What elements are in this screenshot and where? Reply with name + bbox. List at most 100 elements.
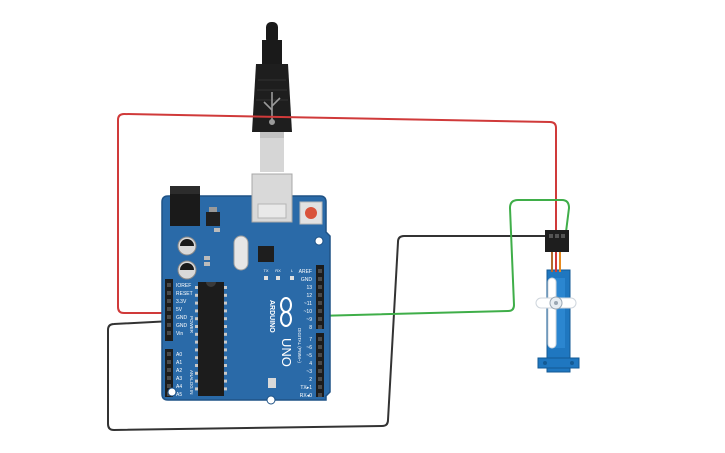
- green-signal-wire[interactable]: [315, 199, 571, 317]
- chip-leg: [195, 309, 198, 313]
- black-gnd-wire[interactable]: [107, 235, 547, 432]
- chip-leg: [224, 317, 227, 321]
- pin-label: A0: [176, 352, 182, 358]
- header-pin[interactable]: [167, 291, 171, 295]
- pin-label: 8: [309, 325, 312, 331]
- pin-label: IOREF: [176, 283, 191, 289]
- chip-leg: [195, 387, 198, 391]
- icsp-header: [268, 378, 276, 388]
- chip-leg: [224, 348, 227, 352]
- header-pin[interactable]: [318, 277, 322, 281]
- header-pin[interactable]: [167, 376, 171, 380]
- analog-header[interactable]: [165, 349, 173, 397]
- servo-connector[interactable]: [545, 230, 569, 252]
- header-pin[interactable]: [318, 385, 322, 389]
- pin-label: ~10: [304, 309, 313, 315]
- header-pin[interactable]: [167, 299, 171, 303]
- servo-wires: [551, 252, 561, 272]
- header-pin[interactable]: [318, 309, 322, 313]
- header-pin[interactable]: [318, 337, 322, 341]
- pin-label: A1: [176, 360, 182, 366]
- pin-label: 4: [309, 361, 312, 367]
- header-pin[interactable]: [318, 377, 322, 381]
- header-pin[interactable]: [318, 269, 322, 273]
- header-pin[interactable]: [318, 393, 322, 397]
- chip-leg: [195, 379, 198, 383]
- chip-leg: [224, 286, 227, 289]
- arduino-uno-board[interactable]: TX RX L ARDUINO UNO DIGITAL (PWM~) POWER…: [161, 173, 331, 405]
- header-pin[interactable]: [318, 353, 322, 357]
- usb-chip: [258, 246, 274, 262]
- pin-label: 2: [309, 377, 312, 383]
- pin-label: GND: [176, 315, 188, 321]
- mounting-hole: [167, 387, 177, 397]
- pin-label: 5V: [176, 307, 183, 313]
- model-label: UNO: [279, 338, 294, 367]
- pin-label: A3: [176, 376, 182, 382]
- micro-servo[interactable]: [535, 230, 580, 373]
- led-rx-label: RX: [275, 268, 281, 273]
- chip-leg: [195, 325, 198, 328]
- header-pin[interactable]: [167, 360, 171, 364]
- voltage-regulator: [206, 212, 220, 226]
- header-pin[interactable]: [167, 352, 171, 356]
- chip-leg: [224, 332, 227, 336]
- capacitor: [177, 236, 197, 256]
- header-pin[interactable]: [167, 368, 171, 372]
- servo-horn[interactable]: [535, 277, 577, 349]
- pin-label: RX◂0: [300, 393, 312, 399]
- mounting-hole: [266, 395, 276, 405]
- header-pin[interactable]: [318, 361, 322, 365]
- pin-label: 3.3V: [176, 299, 187, 305]
- header-pin[interactable]: [318, 293, 322, 297]
- header-pin[interactable]: [167, 384, 171, 388]
- chip-leg: [224, 293, 227, 297]
- header-pin[interactable]: [167, 331, 171, 335]
- pin-label: ~11: [304, 301, 312, 307]
- header-pin[interactable]: [318, 369, 322, 373]
- chip-leg: [195, 371, 198, 375]
- chip-leg: [224, 387, 227, 391]
- chip-leg: [224, 364, 227, 367]
- chip-leg: [224, 301, 227, 305]
- chip-leg: [224, 371, 227, 375]
- pin-label: A2: [176, 368, 182, 374]
- pin-label: GND: [301, 277, 313, 283]
- crystal-oscillator: [233, 235, 249, 271]
- brand-label: ARDUINO: [268, 300, 275, 333]
- header-pin[interactable]: [167, 283, 171, 287]
- red-5v-wire[interactable]: [117, 112, 557, 314]
- pin-label: TX▸1: [300, 385, 312, 391]
- reset-button[interactable]: [299, 201, 323, 225]
- chip-leg: [195, 364, 198, 367]
- header-pin[interactable]: [167, 315, 171, 319]
- header-pin[interactable]: [318, 301, 322, 305]
- analog-section-label: ANALOG IN: [189, 370, 194, 395]
- pin-label: A5: [176, 392, 182, 398]
- pin-label: Vin: [176, 331, 183, 337]
- led-tx: [264, 276, 268, 280]
- mounting-hole: [314, 236, 324, 246]
- chip-leg: [195, 332, 198, 336]
- header-pin[interactable]: [167, 323, 171, 327]
- chip-leg: [195, 301, 198, 305]
- capacitor: [177, 260, 197, 280]
- led-l-label: L: [291, 268, 294, 273]
- chip-leg: [224, 325, 227, 328]
- chip-leg: [195, 317, 198, 321]
- chip-leg: [195, 348, 198, 352]
- pin-label: ~3: [306, 369, 312, 375]
- pin-label: ~5: [306, 353, 312, 359]
- led-tx-label: TX: [263, 268, 268, 273]
- header-pin[interactable]: [318, 345, 322, 349]
- pin-label: A4: [176, 384, 182, 390]
- header-pin[interactable]: [167, 307, 171, 311]
- header-pin[interactable]: [318, 285, 322, 289]
- usb-cable[interactable]: [252, 22, 292, 172]
- header-pin[interactable]: [318, 317, 322, 321]
- pin-label: RESET: [176, 291, 193, 297]
- pin-label: AREF: [299, 269, 312, 275]
- header-pin[interactable]: [318, 325, 322, 329]
- usb-symbol-icon: [263, 92, 281, 126]
- chip-leg: [195, 340, 198, 344]
